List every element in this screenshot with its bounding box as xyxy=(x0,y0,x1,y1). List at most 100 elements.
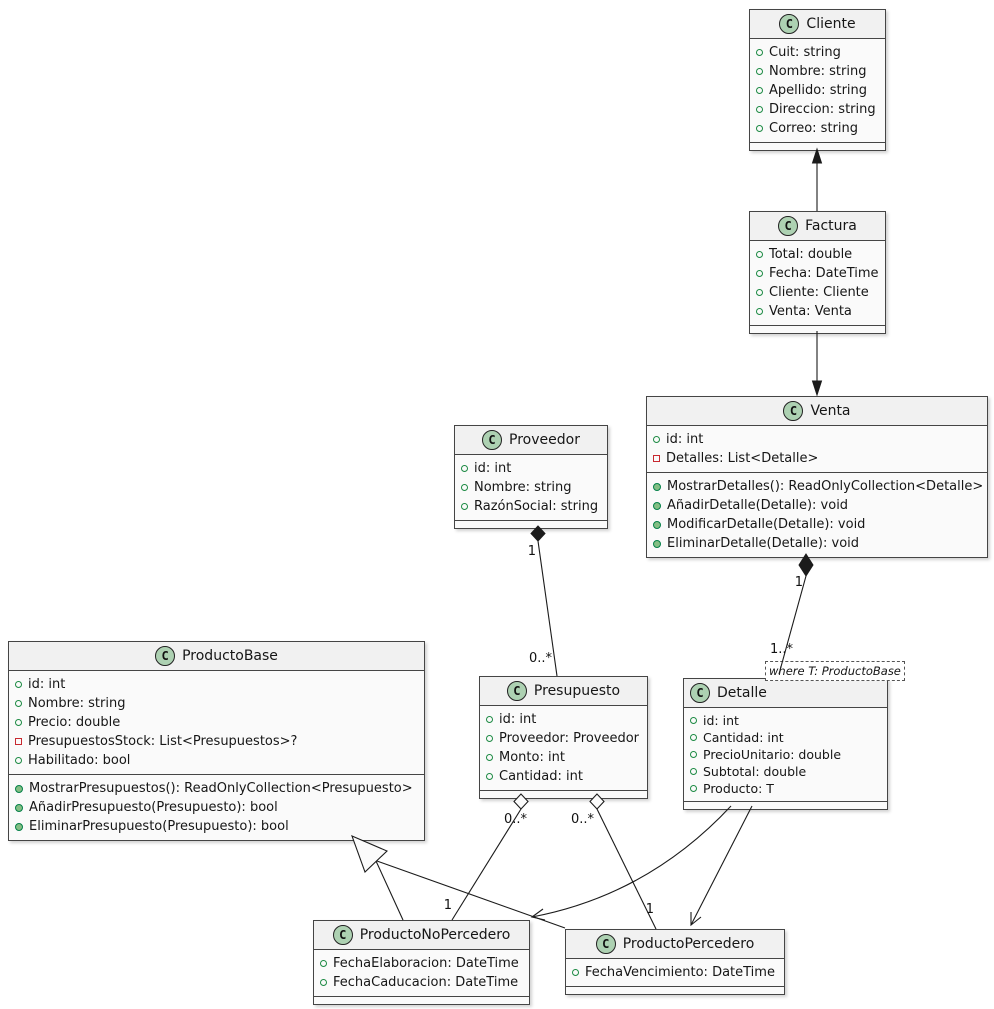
attribute-text: id: int xyxy=(28,677,66,692)
public-method-icon xyxy=(15,784,23,793)
attribute-row: id: int xyxy=(486,710,640,729)
attribute-row: Nombre: string xyxy=(756,62,878,81)
public-field-icon xyxy=(15,757,22,764)
public-field-icon xyxy=(320,960,327,967)
class-box-presupuesto: C Presupuesto id: int Proveedor: Proveed… xyxy=(479,676,648,799)
public-field-icon xyxy=(653,436,660,443)
class-name: Cliente xyxy=(806,16,856,32)
public-method-icon xyxy=(653,501,661,510)
class-box-venta: C Venta id: int Detalles: List<Detalle> … xyxy=(646,396,988,558)
public-field-icon xyxy=(756,87,763,94)
public-field-icon xyxy=(756,49,763,56)
class-header: C Proveedor xyxy=(455,426,607,454)
attribute-row: Cantidad: int xyxy=(690,729,880,746)
public-method-icon xyxy=(15,803,23,812)
attribute-row: Proveedor: Proveedor xyxy=(486,729,640,748)
method-row: MostrarPresupuestos(): ReadOnlyCollectio… xyxy=(15,779,417,798)
class-name: ProductoPercedero xyxy=(622,936,755,952)
attribute-text: Cuit: string xyxy=(769,45,841,60)
attribute-row: Correo: string xyxy=(756,119,878,138)
class-name: Factura xyxy=(805,218,857,234)
attribute-row: Venta: Venta xyxy=(756,302,878,321)
class-header: C Venta xyxy=(647,397,987,425)
attribute-text: Nombre: string xyxy=(769,64,867,79)
attribute-row: Nombre: string xyxy=(461,478,600,497)
class-icon: C xyxy=(155,646,176,666)
attribute-text: FechaElaboracion: DateTime xyxy=(333,956,519,971)
public-field-icon xyxy=(690,768,697,775)
methods-compartment-empty xyxy=(480,790,647,798)
class-box-proveedor: C Proveedor id: int Nombre: string Razón… xyxy=(454,425,608,529)
public-field-icon xyxy=(756,106,763,113)
class-header: C Detalle xyxy=(684,679,887,707)
methods-compartment-empty xyxy=(750,325,885,333)
public-field-icon xyxy=(756,125,763,132)
edge-detalle-producto-no-percedero xyxy=(531,805,732,918)
class-name: ProductoNoPercedero xyxy=(359,927,511,943)
public-field-icon xyxy=(320,979,327,986)
attribute-text: id: int xyxy=(703,713,739,728)
attribute-text: Habilitado: bool xyxy=(28,753,131,768)
methods-compartment-empty xyxy=(566,986,784,994)
attribute-text: FechaCaducacion: DateTime xyxy=(333,975,519,990)
method-text: MostrarDetalles(): ReadOnlyCollection<De… xyxy=(667,479,984,494)
arrowhead-factura-cliente xyxy=(811,147,823,164)
attribute-row: Cliente: Cliente xyxy=(756,283,878,302)
generalization-triangle-producto-base xyxy=(351,834,388,873)
attribute-text: Fecha: DateTime xyxy=(769,266,879,281)
attributes-compartment: FechaElaboracion: DateTime FechaCaducaci… xyxy=(314,949,529,996)
attribute-text: id: int xyxy=(666,432,704,447)
class-icon: C xyxy=(595,934,616,954)
method-row: MostrarDetalles(): ReadOnlyCollection<De… xyxy=(653,477,984,496)
class-icon: C xyxy=(482,430,503,450)
attribute-row: Subtotal: double xyxy=(690,763,880,780)
attribute-row: FechaCaducacion: DateTime xyxy=(320,973,522,992)
method-row: EliminarDetalle(Detalle): void xyxy=(653,534,980,553)
attributes-compartment: Cuit: string Nombre: string Apellido: st… xyxy=(750,38,885,142)
class-name: Venta xyxy=(810,403,851,419)
attribute-row: Cantidad: int xyxy=(486,767,640,786)
edge-detalle-producto-percedero xyxy=(690,805,753,926)
class-icon: C xyxy=(506,681,527,701)
methods-compartment: MostrarDetalles(): ReadOnlyCollection<De… xyxy=(647,472,987,557)
multiplicity-label: 1 xyxy=(528,544,536,559)
arrowhead-detalle-producto-percedero xyxy=(690,912,702,927)
methods-compartment-empty xyxy=(750,142,885,150)
attributes-compartment: id: int Nombre: string RazónSocial: stri… xyxy=(455,454,607,520)
public-field-icon xyxy=(15,719,22,726)
edge-proveedor-presupuesto xyxy=(537,540,558,677)
class-header: C ProductoBase xyxy=(9,642,424,670)
attribute-text: Producto: T xyxy=(703,781,774,796)
attributes-compartment: Total: double Fecha: DateTime Cliente: C… xyxy=(750,240,885,325)
attribute-text: RazónSocial: string xyxy=(474,499,599,514)
attribute-text: Precio: double xyxy=(28,715,121,730)
attribute-text: Direccion: string xyxy=(769,102,876,117)
class-box-factura: C Factura Total: double Fecha: DateTime … xyxy=(749,211,886,334)
method-row: AñadirPresupuesto(Presupuesto): bool xyxy=(15,798,417,817)
attribute-row: Apellido: string xyxy=(756,81,878,100)
public-field-icon xyxy=(461,503,468,510)
methods-compartment: MostrarPresupuestos(): ReadOnlyCollectio… xyxy=(9,774,424,840)
method-text: AñadirPresupuesto(Presupuesto): bool xyxy=(29,800,278,815)
method-text: AñadirDetalle(Detalle): void xyxy=(667,498,849,513)
generic-constraint-tag: where T: ProductoBase xyxy=(765,661,905,681)
arrowhead-detalle-producto-no-percedero xyxy=(530,908,546,921)
attribute-text: Apellido: string xyxy=(769,83,868,98)
public-field-icon xyxy=(690,734,697,741)
attribute-text: Venta: Venta xyxy=(769,304,852,319)
attribute-row: Fecha: DateTime xyxy=(756,264,879,283)
attribute-row: Producto: T xyxy=(690,780,880,797)
edge-producto-percedero-producto-base xyxy=(376,860,566,929)
method-text: EliminarPresupuesto(Presupuesto): bool xyxy=(29,819,289,834)
attributes-compartment: id: int Nombre: string Precio: double Pr… xyxy=(9,670,424,774)
public-field-icon xyxy=(486,773,493,780)
methods-compartment-empty xyxy=(314,996,529,1004)
public-field-icon xyxy=(572,969,579,976)
attribute-text: Proveedor: Proveedor xyxy=(499,731,640,746)
public-field-icon xyxy=(756,270,763,277)
class-header: C ProductoPercedero xyxy=(566,930,784,958)
attribute-row: id: int xyxy=(653,430,980,449)
method-row: EliminarPresupuesto(Presupuesto): bool xyxy=(15,817,417,836)
public-field-icon xyxy=(461,465,468,472)
